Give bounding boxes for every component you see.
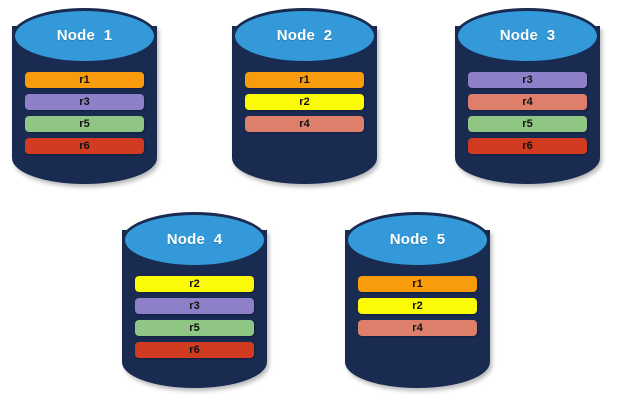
record-bar[interactable]: r5 xyxy=(468,116,587,132)
record-label: r3 xyxy=(79,95,90,108)
node-2[interactable]: r1 r2 r4 Node 2 xyxy=(232,8,377,188)
record-label: r6 xyxy=(522,139,533,152)
node-4-cylinder-top: Node 4 xyxy=(122,212,267,268)
node-1[interactable]: r1 r3 r5 r6 Node 1 xyxy=(12,8,157,188)
record-label: r2 xyxy=(412,299,423,312)
record-bar[interactable]: r3 xyxy=(135,298,254,314)
record-label: r3 xyxy=(522,73,533,86)
node-3[interactable]: r3 r4 r5 r6 Node 3 xyxy=(455,8,600,188)
node-2-cylinder-top: Node 2 xyxy=(232,8,377,64)
record-bar[interactable]: r3 xyxy=(468,72,587,88)
record-label: r5 xyxy=(522,117,533,130)
record-label: r4 xyxy=(299,117,310,130)
node-4-record-list: r2 r3 r5 r6 xyxy=(122,268,267,358)
record-bar[interactable]: r4 xyxy=(358,320,477,336)
record-label: r1 xyxy=(299,73,310,86)
record-label: r6 xyxy=(189,343,200,356)
node-3-cylinder-top: Node 3 xyxy=(455,8,600,64)
node-3-record-list: r3 r4 r5 r6 xyxy=(455,64,600,154)
node-3-title: Node 3 xyxy=(499,26,556,44)
node-1-record-list: r1 r3 r5 r6 xyxy=(12,64,157,154)
record-bar[interactable]: r6 xyxy=(468,138,587,154)
record-bar[interactable]: r4 xyxy=(245,116,364,132)
record-label: r4 xyxy=(522,95,533,108)
node-5[interactable]: r1 r2 r4 Node 5 xyxy=(345,212,490,392)
node-1-cylinder-top: Node 1 xyxy=(12,8,157,64)
record-bar[interactable]: r6 xyxy=(135,342,254,358)
record-bar[interactable]: r2 xyxy=(358,298,477,314)
node-1-title: Node 1 xyxy=(56,26,113,44)
record-label: r1 xyxy=(79,73,90,86)
node-4-title: Node 4 xyxy=(166,230,223,248)
node-4[interactable]: r2 r3 r5 r6 Node 4 xyxy=(122,212,267,392)
node-5-cylinder-top: Node 5 xyxy=(345,212,490,268)
record-label: r3 xyxy=(189,299,200,312)
record-bar[interactable]: r4 xyxy=(468,94,587,110)
record-bar[interactable]: r1 xyxy=(245,72,364,88)
record-bar[interactable]: r2 xyxy=(135,276,254,292)
record-bar[interactable]: r1 xyxy=(358,276,477,292)
record-label: r5 xyxy=(79,117,90,130)
record-label: r2 xyxy=(299,95,310,108)
record-bar[interactable]: r5 xyxy=(135,320,254,336)
record-label: r1 xyxy=(412,277,423,290)
record-bar[interactable]: r3 xyxy=(25,94,144,110)
node-5-title: Node 5 xyxy=(389,230,446,248)
record-bar[interactable]: r5 xyxy=(25,116,144,132)
node-2-title: Node 2 xyxy=(276,26,333,44)
record-bar[interactable]: r1 xyxy=(25,72,144,88)
record-label: r6 xyxy=(79,139,90,152)
record-bar[interactable]: r2 xyxy=(245,94,364,110)
node-5-record-list: r1 r2 r4 xyxy=(345,268,490,336)
record-bar[interactable]: r6 xyxy=(25,138,144,154)
record-label: r4 xyxy=(412,321,423,334)
node-2-record-list: r1 r2 r4 xyxy=(232,64,377,132)
record-label: r5 xyxy=(189,321,200,334)
record-label: r2 xyxy=(189,277,200,290)
